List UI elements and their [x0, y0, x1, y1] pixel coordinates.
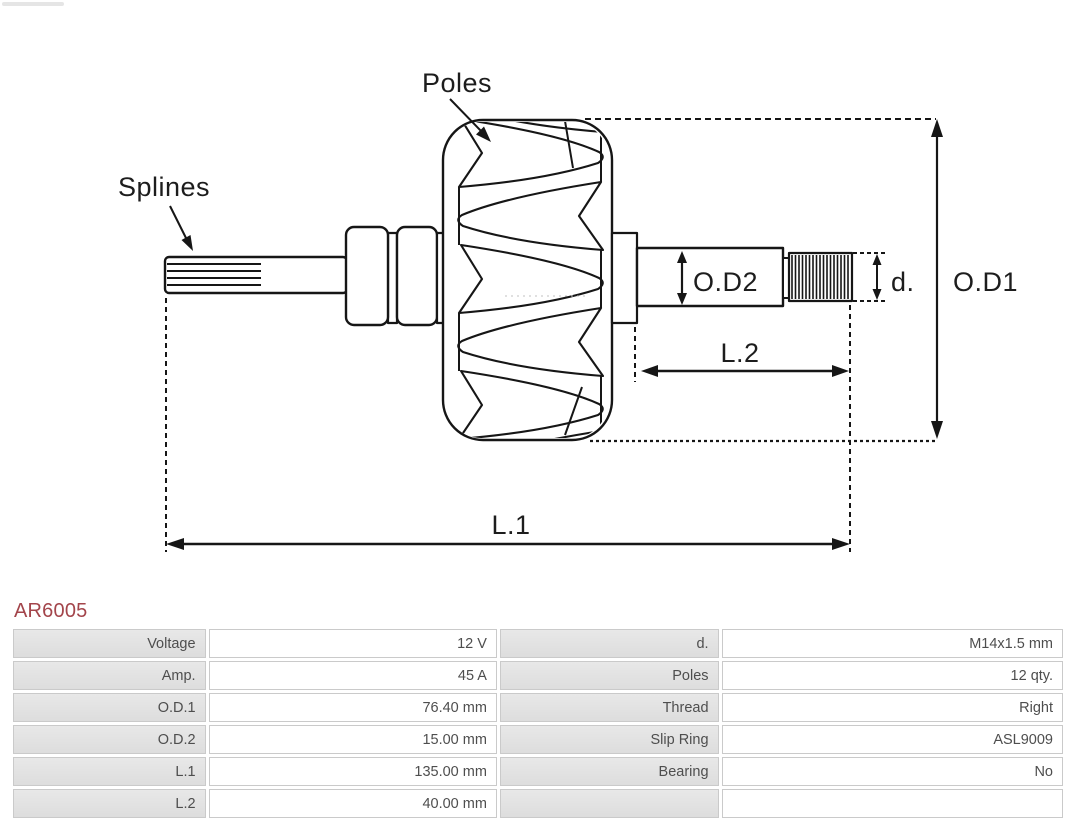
spec-label [499, 789, 719, 818]
spec-label: O.D.1 [13, 693, 206, 722]
spec-value: Right [721, 693, 1063, 722]
splines-arrow-line [169, 205, 188, 241]
table-row: L.2 40.00 mm [13, 789, 1063, 818]
spec-value: 12 V [208, 629, 497, 658]
poles-label: Poles [422, 68, 492, 98]
table-row: Amp. 45 A Poles 12 qty. [13, 661, 1063, 690]
poles-arrow-head [476, 126, 491, 142]
table-row: L.1 135.00 mm Bearing No [13, 757, 1063, 786]
spec-label: Poles [499, 661, 719, 690]
poles-arrow-line [449, 98, 483, 133]
spec-label: Voltage [13, 629, 206, 658]
claw-pole [457, 122, 605, 134]
dim-od1-arrow-bottom [931, 421, 943, 439]
spec-label: Thread [499, 693, 719, 722]
spec-value: 40.00 mm [208, 789, 497, 818]
table-row: O.D.1 76.40 mm Thread Right [13, 693, 1063, 722]
dimension-lines [165, 118, 936, 552]
l2-label: L.2 [720, 338, 759, 368]
collar-2 [395, 225, 439, 327]
rotor-diagram-svg: Poles Splines O.D2 L.2 d. O.D1 L.1 [118, 68, 1018, 552]
dim-d-arrow-bottom [872, 289, 882, 300]
dimension-l2 [641, 365, 849, 377]
splines-arrow-head [181, 235, 193, 251]
od1-label: O.D1 [953, 267, 1018, 297]
thread-hatching [791, 255, 849, 299]
spec-value: ASL9009 [721, 725, 1063, 754]
dimension-d [872, 254, 882, 300]
l1-label: L.1 [491, 510, 530, 540]
table-row: Voltage 12 V d. M14x1.5 mm [13, 629, 1063, 658]
rotor-shaft-right [635, 246, 785, 308]
d-label: d. [891, 267, 915, 297]
rotor-technical-drawing: Poles Splines O.D2 L.2 d. O.D1 L.1 [118, 68, 1018, 552]
spec-value: No [721, 757, 1063, 786]
spec-label: L.1 [13, 757, 206, 786]
dim-d-arrow-top [872, 254, 882, 265]
dim-l2-arrow-right [832, 365, 849, 377]
spec-label: Slip Ring [499, 725, 719, 754]
rotor-drawing-group [163, 118, 854, 442]
scan-artifact [2, 2, 64, 6]
spec-value: 45 A [208, 661, 497, 690]
spec-value: 15.00 mm [208, 725, 497, 754]
spec-value [721, 789, 1063, 818]
dim-l2-arrow-left [641, 365, 658, 377]
dimension-l1 [166, 538, 850, 550]
od2-label: O.D2 [693, 267, 758, 297]
dimension-od1 [931, 119, 943, 439]
dim-od2-arrow-top [677, 251, 687, 263]
spec-label: Amp. [13, 661, 206, 690]
pole-edge-lines [458, 122, 602, 436]
claw-pole [457, 122, 604, 189]
spec-label: d. [499, 629, 719, 658]
spline-lines [167, 263, 261, 286]
dimension-od2 [677, 251, 687, 305]
spec-label: L.2 [13, 789, 206, 818]
dim-od1-arrow-top [931, 119, 943, 137]
spec-table: Voltage 12 V d. M14x1.5 mm Amp. 45 A Pol… [10, 626, 1066, 821]
spec-label: O.D.2 [13, 725, 206, 754]
spec-value: 12 qty. [721, 661, 1063, 690]
collar-1 [344, 225, 390, 327]
part-number-title: AR6005 [14, 600, 88, 622]
dim-l1-arrow-left [166, 538, 184, 550]
spec-value: 135.00 mm [208, 757, 497, 786]
spec-value: 76.40 mm [208, 693, 497, 722]
callout-arrows [169, 98, 491, 251]
splined-shaft [163, 255, 349, 295]
right-collar [610, 231, 639, 325]
collar-neck [386, 231, 399, 325]
spec-value: M14x1.5 mm [721, 629, 1063, 658]
spec-label: Bearing [499, 757, 719, 786]
dim-l1-arrow-right [832, 538, 850, 550]
splines-label: Splines [118, 172, 210, 202]
dim-od2-arrow-bottom [677, 293, 687, 305]
table-row: O.D.2 15.00 mm Slip Ring ASL9009 [13, 725, 1063, 754]
claw-pole [457, 369, 604, 438]
